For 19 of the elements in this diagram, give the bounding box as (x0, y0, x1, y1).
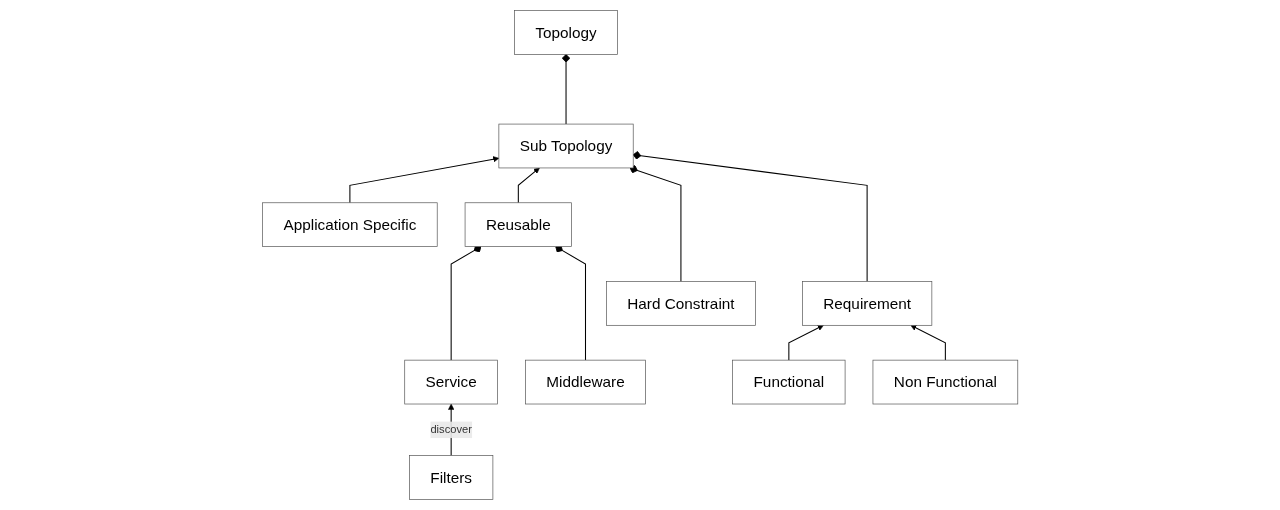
node-box: Hard Constraint (605, 281, 756, 326)
arrow (349, 156, 499, 204)
connector (632, 151, 868, 282)
node-box: Functional (732, 359, 846, 405)
node-box: Topology (513, 10, 618, 55)
node-box: Filters (408, 455, 494, 500)
node-box: Middleware (524, 359, 646, 405)
node-box: Sub Topology (498, 123, 634, 169)
node-box: Requirement (801, 281, 932, 326)
node-box: Application Specific (262, 202, 438, 247)
node-box: Service (404, 359, 498, 405)
connector (629, 165, 682, 282)
edge-label: discover (430, 423, 472, 436)
node-box: Reusable (464, 202, 572, 247)
connector (561, 53, 571, 125)
arrow (788, 325, 824, 361)
arrow (517, 167, 540, 204)
node-box: Non Functional (872, 359, 1018, 405)
arrow (910, 325, 946, 361)
